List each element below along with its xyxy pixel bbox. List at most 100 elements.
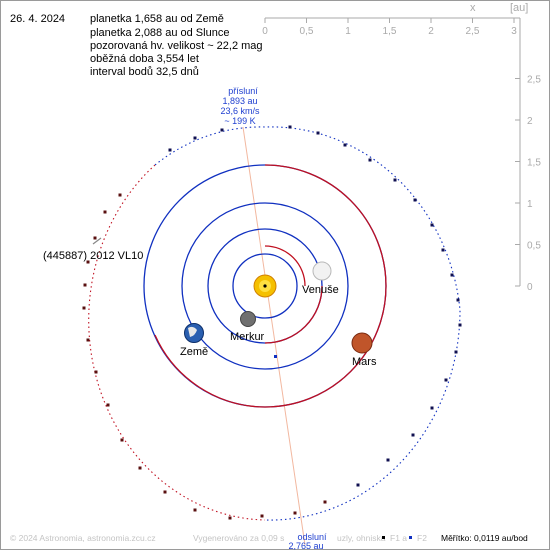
x-tick-label: 2 xyxy=(428,26,434,37)
y-tick-label: 2 xyxy=(527,116,533,127)
planet-orbits xyxy=(143,164,387,408)
focus-f2-dot xyxy=(274,355,277,358)
copyright-text: © 2024 Astronomia, astronomia.zcu.cz xyxy=(10,533,156,543)
y-tick-label: 0,5 xyxy=(527,241,541,252)
asteroid-position-dot xyxy=(293,511,297,515)
x-tick-label: 1,5 xyxy=(383,26,397,37)
x-tick-label: 3 xyxy=(511,26,517,37)
asteroid-position-dot xyxy=(413,198,417,202)
asteroid-marker xyxy=(92,237,102,245)
earth-orbit xyxy=(181,202,349,370)
legend-f1-text: F1 a xyxy=(390,533,407,543)
x-tick-label: 0,5 xyxy=(300,26,314,37)
perihelion-speed: 23,6 km/s xyxy=(220,106,260,116)
info-line-2: planetka 2,088 au od Slunce xyxy=(90,27,229,39)
asteroid-position-dot xyxy=(103,210,107,214)
asteroid-position-dot xyxy=(458,323,462,327)
asteroid-icon xyxy=(92,237,102,245)
earth: Země xyxy=(180,323,208,358)
y-tick-label: 2,5 xyxy=(527,75,541,86)
asteroid-position-dot xyxy=(386,458,390,462)
asteroid-position-dot xyxy=(411,433,415,437)
earth-label: Země xyxy=(180,346,208,358)
asteroid-position-dot xyxy=(86,260,90,264)
asteroid-position-dot xyxy=(82,306,86,310)
info-line-5: interval bodů 32,5 dnů xyxy=(90,66,199,78)
sun xyxy=(253,274,277,298)
generated-text: Vygenerováno za 0,09 s xyxy=(193,533,284,543)
asteroid-position-dot xyxy=(193,136,197,140)
asteroid-position-dot xyxy=(83,283,87,287)
asteroid-position-dot xyxy=(316,131,320,135)
asteroid-position-dot xyxy=(94,370,98,374)
aphelion-label: odsluní xyxy=(297,532,327,542)
apsis-line xyxy=(242,126,306,546)
mercury: Merkur xyxy=(230,311,265,343)
x-tick-label: 1 xyxy=(345,26,351,37)
asteroid-position-dot xyxy=(450,273,454,277)
y-tick-label: 0 xyxy=(527,282,533,293)
asteroid-position-dot xyxy=(228,516,232,520)
axis-x-label: x xyxy=(470,2,476,14)
legend-f2-marker-icon xyxy=(409,536,412,539)
asteroid-position-dot xyxy=(430,223,434,227)
asteroid-position-dot xyxy=(288,125,292,129)
axis: 0 0,5 1 1,5 2 2,5 3 0 0,5 1 1,5 2 2,5 x [au] xyxy=(262,2,541,293)
info-line-1: planetka 1,658 au od Země xyxy=(90,13,224,25)
legend-f1-marker-icon xyxy=(382,536,385,539)
sun-center-dot xyxy=(263,284,267,288)
date-label: 26. 4. 2024 xyxy=(10,13,65,25)
venus-orbit-north xyxy=(264,285,323,344)
info-line-3: pozorovaná hv. velikost ~ 22,2 mag xyxy=(90,40,263,52)
legend-node-text: uzly, ohniska xyxy=(337,533,386,543)
asteroid-position-dot xyxy=(163,490,167,494)
mars-orbit-north xyxy=(154,164,387,408)
asteroid-position-dot xyxy=(343,143,347,147)
asteroid-position-dot xyxy=(118,193,122,197)
asteroid-position-dot xyxy=(106,403,110,407)
asteroid-orbit-north xyxy=(154,126,461,521)
asteroid-position-dot xyxy=(120,438,124,442)
asteroid-position-dot xyxy=(393,178,397,182)
venus: Venuše xyxy=(302,261,339,296)
x-tick-label: 2,5 xyxy=(466,26,480,37)
mars: Mars xyxy=(351,332,377,368)
asteroid-position-dot xyxy=(168,148,172,152)
mercury-label: Merkur xyxy=(230,331,265,343)
legend-f2-text: F2 xyxy=(417,533,427,543)
perihelion-temperature: ~ 199 K xyxy=(224,116,255,126)
asteroid-position-dot xyxy=(260,514,264,518)
asteroid-position-dot xyxy=(323,500,327,504)
asteroid-position-dot xyxy=(368,158,372,162)
axis-unit-label: [au] xyxy=(510,2,528,14)
mercury-orbit xyxy=(232,253,298,319)
perihelion-label: přísluní xyxy=(228,86,258,96)
asteroid-position-dot xyxy=(220,128,224,132)
asteroid-orbit-south xyxy=(88,164,266,521)
mercury-orbit-north xyxy=(264,245,306,287)
venus-icon xyxy=(312,261,332,281)
y-tick-label: 1 xyxy=(527,199,533,210)
asteroid-name: (445887) 2012 VL10 xyxy=(43,250,143,262)
mercury-icon xyxy=(240,311,256,327)
info-line-4: oběžná doba 3,554 let xyxy=(90,53,199,65)
mars-label: Mars xyxy=(352,356,377,368)
asteroid-position-dot xyxy=(138,466,142,470)
aphelion-distance: 2,765 au xyxy=(288,541,323,550)
asteroid-position-dot xyxy=(93,236,97,240)
asteroid-position-dot xyxy=(454,350,458,354)
asteroid-position-dot xyxy=(444,378,448,382)
venus-label: Venuše xyxy=(302,284,339,296)
scale-text: Měřítko: 0,0119 au/bod xyxy=(441,533,528,543)
mars-icon xyxy=(351,332,373,354)
asteroid-position-dot xyxy=(193,508,197,512)
asteroid-position-dot xyxy=(86,338,90,342)
asteroid-position-dot xyxy=(441,248,445,252)
asteroid-position-dot xyxy=(356,483,360,487)
y-tick-label: 1,5 xyxy=(527,158,541,169)
perihelion-distance: 1,893 au xyxy=(222,96,257,106)
x-tick-label: 0 xyxy=(262,26,268,37)
asteroid-orbit xyxy=(82,125,462,521)
earth-cloud-icon xyxy=(188,326,197,337)
